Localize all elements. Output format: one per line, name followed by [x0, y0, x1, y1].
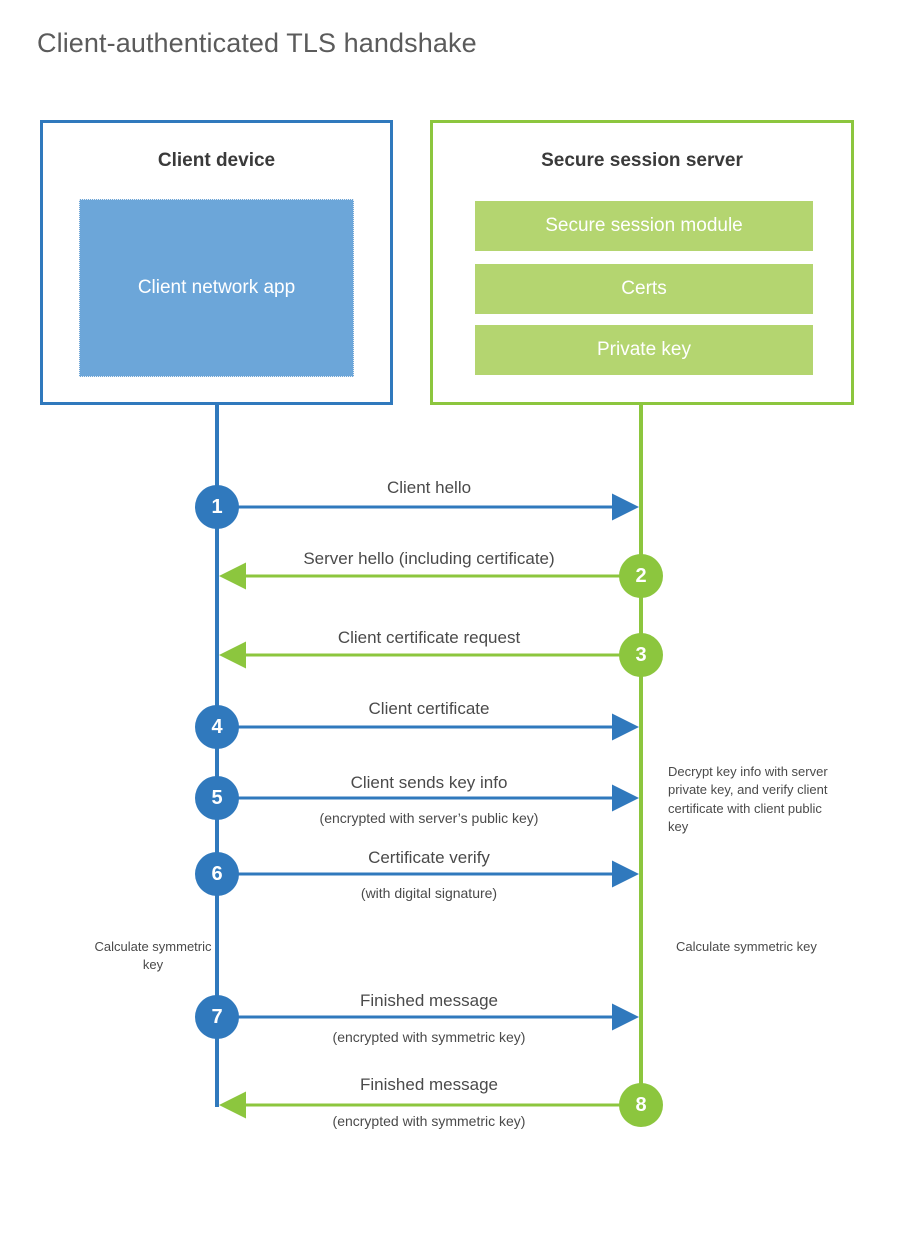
- message-sublabel-5: (encrypted with server’s public key): [319, 810, 539, 826]
- annotation-server-calculate-symmetric-key: Calculate symmetric key: [676, 939, 817, 954]
- client-device-box: Client device Client network app: [40, 120, 393, 405]
- message-label-4: Client certificate: [368, 699, 490, 718]
- server-module-secure-session-module: Secure session module: [475, 201, 813, 251]
- annotation-server-decrypt: Decrypt key info with server private key…: [668, 764, 828, 835]
- message-sublabel-6: (with digital signature): [360, 885, 498, 901]
- message-label-2: Server hello (including certificate): [303, 549, 555, 568]
- secure-session-server-title: Secure session server: [541, 150, 743, 171]
- message-label-6: Certificate verify: [368, 848, 490, 867]
- step-circle-7[interactable]: 7: [195, 995, 239, 1039]
- server-module-private-key: Private key: [475, 325, 813, 375]
- message-sublabel-7: (encrypted with symmetric key): [332, 1029, 526, 1045]
- step-circle-5[interactable]: 5: [195, 776, 239, 820]
- client-network-app-block: Client network app: [79, 199, 354, 377]
- message-label-7: Finished message: [360, 991, 498, 1010]
- step-circle-1[interactable]: 1: [195, 485, 239, 529]
- secure-session-server-box: Secure session server Secure session mod…: [430, 120, 854, 405]
- step-circle-6[interactable]: 6: [195, 852, 239, 896]
- step-circle-2[interactable]: 2: [619, 554, 663, 598]
- message-label-3: Client certificate request: [337, 628, 521, 647]
- message-label-1: Client hello: [386, 478, 472, 497]
- message-label-8: Finished message: [360, 1075, 498, 1094]
- server-module-certs: Certs: [475, 264, 813, 314]
- message-sublabel-8: (encrypted with symmetric key): [332, 1113, 526, 1129]
- step-circle-8[interactable]: 8: [619, 1083, 663, 1127]
- annotation-client-calculate-symmetric-key: Calculate symmetric key: [94, 939, 212, 973]
- message-label-5: Client sends key info: [350, 773, 508, 792]
- page-title: Client-authenticated TLS handshake: [37, 28, 477, 58]
- step-circle-3[interactable]: 3: [619, 633, 663, 677]
- step-circle-4[interactable]: 4: [195, 705, 239, 749]
- client-device-title: Client device: [157, 150, 276, 171]
